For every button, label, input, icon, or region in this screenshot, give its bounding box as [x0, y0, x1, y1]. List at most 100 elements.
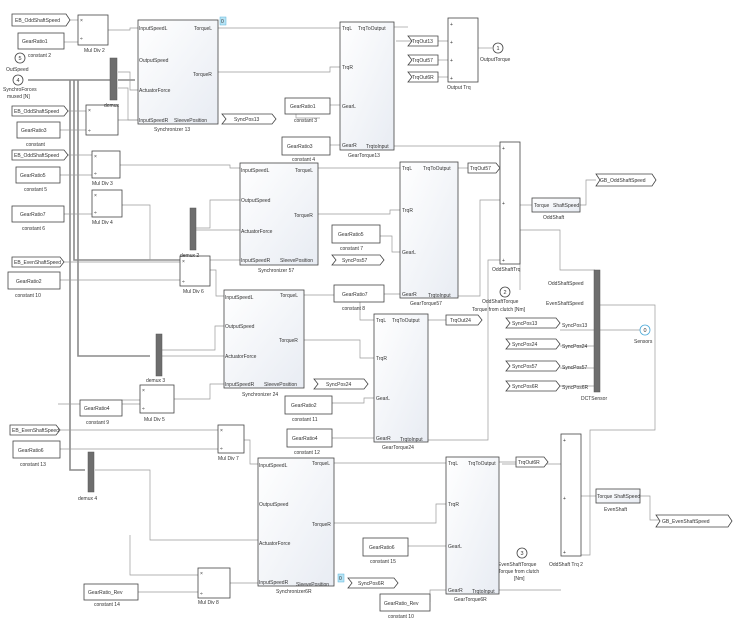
odd-shaft[interactable]: Torque ShaftSpeed OddShaft [531, 197, 581, 221]
demux-4[interactable]: demux 4 [78, 451, 97, 502]
demux-3[interactable]: demux 3 [146, 333, 165, 384]
muldiv-5[interactable]: ×÷ Mul Div 5 [139, 384, 175, 423]
goto-tag-syncpos6r[interactable]: SyncPos6R [347, 577, 399, 589]
svg-text:GearRatio5: GearRatio5 [20, 173, 46, 179]
from-tag-even-speed-1[interactable]: EB_EvenShaftSpeed [11, 256, 65, 268]
svg-text:Mul Div 8: Mul Div 8 [198, 600, 219, 606]
svg-text:TrqL: TrqL [376, 318, 386, 324]
goto-tag-gb-even[interactable]: GB_EvenShaftSpeed [655, 514, 733, 528]
muldiv-6[interactable]: ×÷ Mul Div 6 [179, 255, 211, 295]
inport-5[interactable]: 5 OutSpeed [6, 52, 29, 73]
svg-text:TrqToOutput: TrqToOutput [468, 461, 496, 467]
goto-tag-syncpos57[interactable]: SyncPos57 [331, 254, 385, 266]
outport-2[interactable]: 2 OddShaftTorque Torque from clutch [Nm] [472, 286, 526, 313]
svg-text:TrqtoInput: TrqtoInput [366, 144, 389, 150]
muldiv-1[interactable]: ×÷ [85, 104, 119, 136]
sum-odd-shaft-trq[interactable]: ++ + OddShaftTrq [492, 141, 521, 273]
demux-2[interactable]: demux 2 [180, 207, 199, 259]
constant-11[interactable]: GearRatio2 constant 11 [284, 395, 333, 423]
svg-text:constant 13: constant 13 [20, 462, 46, 468]
geartorque-6r[interactable]: TrqL TrqR GearL GearR TrqToOutput TrqtoI… [445, 456, 500, 603]
muldiv-4[interactable]: ×÷ Mul Div 4 [91, 189, 123, 226]
sum-even-shaft-trq[interactable]: ++ + OddShaft Trq 2 [549, 433, 583, 568]
svg-text:OutputSpeed: OutputSpeed [225, 324, 255, 330]
constant-5[interactable]: GearRatio5 constant 5 [15, 166, 61, 193]
constant-15[interactable]: GearRatio6 constant 15 [362, 537, 409, 565]
svg-text:GearR: GearR [376, 436, 391, 442]
constant-3[interactable]: GearRatio1 constant 3 [284, 97, 331, 124]
svg-text:SyncPos6R: SyncPos6R [562, 385, 589, 391]
goto-tag-trqout57[interactable]: TrqOut57 [467, 162, 501, 174]
from-tag-trqout13[interactable]: TrqOut13 [407, 35, 439, 47]
shaft-blocks: Torque ShaftSpeed OddShaft Torque ShaftS… [531, 197, 641, 513]
constant-2[interactable]: GearRatio1 constant 2 [17, 32, 65, 59]
svg-text:TorqueL: TorqueL [280, 293, 298, 299]
from-tag-trqout57[interactable]: TrqOut57 [407, 54, 439, 66]
muldiv-2[interactable]: ×÷ Mul Div 2 [77, 14, 109, 54]
constant-13[interactable]: GearRatio6 constant 13 [12, 440, 61, 468]
constant-12[interactable]: GearRatio4 constant 12 [286, 428, 333, 456]
svg-text:SyncPos6R: SyncPos6R [358, 581, 385, 587]
svg-text:TrqOut24: TrqOut24 [450, 318, 471, 324]
svg-text:OutSpeed: OutSpeed [6, 67, 29, 73]
svg-text:GearRatio6: GearRatio6 [369, 545, 395, 551]
dct-sensor[interactable]: OddShaftSpeed EvenShaftSpeed SyncPos13 S… [546, 269, 607, 402]
svg-text:GearR: GearR [402, 292, 417, 298]
constant-10-rev[interactable]: GearRatio_Rev constant 10 [379, 593, 431, 620]
constant-7[interactable]: GearRatio5 constant 7 [331, 224, 381, 252]
constant-6[interactable]: GearRatio7 constant 6 [11, 205, 65, 232]
goto-tag-trqout24[interactable]: TrqOut24 [445, 314, 483, 326]
from-tag-syncpos57[interactable]: SyncPos57 [505, 360, 561, 372]
from-tag-syncpos24[interactable]: SyncPos24 [505, 338, 561, 350]
goto-tag-syncpos13[interactable]: SyncPos13 [221, 113, 277, 125]
sum-output-trq[interactable]: ++ ++ Output Trq [447, 17, 479, 91]
synchronizer-57[interactable]: InputSpeedL OutputSpeed ActuatorForce In… [239, 162, 319, 274]
svg-text:Mul Div 3: Mul Div 3 [92, 181, 113, 187]
even-shaft[interactable]: Torque ShaftSpeed EvenShaft [595, 488, 641, 513]
constant-14[interactable]: GearRatio_Rev constant 14 [83, 583, 139, 608]
outport-sensors[interactable]: 0 Sensors [634, 324, 653, 345]
from-tag-odd-speed-2[interactable]: EB_OddShaftSpeed [11, 105, 69, 117]
svg-text:TrqL: TrqL [448, 461, 458, 467]
svg-text:Synchronizer 24: Synchronizer 24 [242, 392, 278, 398]
goto-tag-syncpos24[interactable]: SyncPos24 [313, 378, 369, 390]
constant-10[interactable]: GearRatio2 constant 10 [7, 271, 61, 299]
svg-text:GearRatio4: GearRatio4 [84, 406, 110, 412]
goto-tag-trqout6r[interactable]: TrqOut6R [515, 456, 549, 468]
svg-text:EvenShaft: EvenShaft [604, 507, 628, 513]
svg-text:÷: ÷ [182, 279, 185, 285]
constant-8[interactable]: GearRatio7 constant 8 [333, 284, 385, 312]
from-tag-even-speed-2[interactable]: EB_EvenShaftSpeed [9, 424, 61, 436]
synchronizer-13[interactable]: InputSpeedL OutputSpeed ActuatorForce In… [137, 16, 227, 133]
svg-text:SynchroForces: SynchroForces [3, 87, 37, 93]
geartorque-24[interactable]: TrqL TrqR GearL GearR TrqToOutput TrqtoI… [373, 313, 429, 451]
svg-text:Synchronizer 13: Synchronizer 13 [154, 127, 190, 133]
outport-1[interactable]: 1 OutputTorque [480, 42, 511, 63]
from-tag-trqout6r[interactable]: TrqOut6R [407, 71, 439, 83]
muldiv-8[interactable]: ×÷ Mul Div 8 [197, 567, 231, 606]
svg-text:OddShaftSpeed: OddShaftSpeed [548, 281, 584, 287]
svg-text:EB_OddShaftSpeed: EB_OddShaftSpeed [14, 109, 59, 115]
outport-3[interactable]: 3 EvenShaftTorque Torque from clutch [Nm… [498, 547, 539, 582]
outport-4[interactable]: 4 SynchroForces muxed [N] [3, 74, 37, 100]
from-tag-odd-speed-1[interactable]: EB_OddShaftSpeed [11, 13, 71, 27]
geartorque-57[interactable]: TrqL TrqR GearL GearR TrqToOutput TrqtoI… [399, 161, 459, 307]
goto-tag-gb-odd[interactable]: GB_OddShaftSpeed [595, 173, 657, 187]
muldiv-3[interactable]: ×÷ Mul Div 3 [91, 150, 121, 187]
constant[interactable]: GearRatio3 constant [16, 121, 61, 148]
svg-text:GB_OddShaftSpeed: GB_OddShaftSpeed [600, 178, 646, 184]
synchronizer-24[interactable]: InputSpeedL OutputSpeed ActuatorForce In… [223, 289, 305, 398]
from-tag-odd-speed-3[interactable]: EB_OddShaftSpeed [11, 149, 69, 161]
constant-4[interactable]: GearRatio3 constant 4 [281, 136, 331, 163]
svg-text:DCTSensor: DCTSensor [581, 396, 607, 402]
from-tag-syncpos13[interactable]: SyncPos13 [505, 317, 561, 329]
svg-text:GearRatio5: GearRatio5 [338, 232, 364, 238]
synchronizer-6r[interactable]: InputSpeedL OutputSpeed ActuatorForce In… [257, 457, 345, 595]
demux-1[interactable]: demux [104, 57, 120, 109]
svg-text:EB_EvenShaftSpeed: EB_EvenShaftSpeed [14, 260, 61, 266]
svg-text:Synchronizer6R: Synchronizer6R [276, 589, 312, 595]
geartorque-13[interactable]: TrqL TrqR GearL GearR TrqToOutput TrqtoI… [339, 21, 395, 159]
from-tag-syncpos6r[interactable]: SyncPos6R [505, 380, 561, 392]
muldiv-7[interactable]: ×÷ Mul Div 7 [217, 424, 245, 462]
constant-9[interactable]: GearRatio4 constant 9 [79, 399, 123, 426]
